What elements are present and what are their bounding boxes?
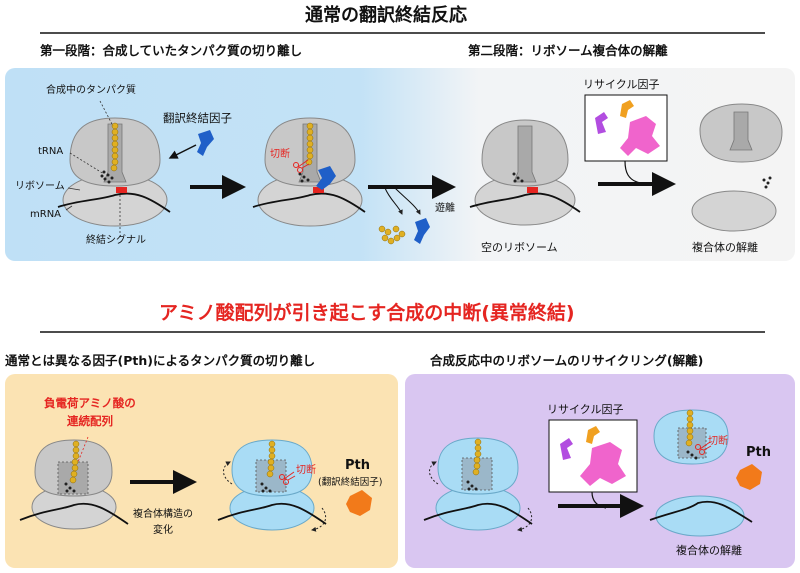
label-dissociation-b: 複合体の解離 bbox=[676, 544, 742, 557]
label-cleave: 切断 bbox=[270, 149, 290, 160]
trna-1 bbox=[100, 170, 114, 184]
label-pth: Pth bbox=[345, 458, 370, 473]
top-title: 通常の翻訳終結反応 bbox=[305, 5, 467, 26]
nascent-protein-1 bbox=[110, 122, 119, 172]
recycling-factors-2 bbox=[560, 426, 626, 486]
label-pth-2: Pth bbox=[746, 445, 771, 460]
label-continuous: 連続配列 bbox=[67, 414, 113, 428]
release-factor-1 bbox=[197, 130, 214, 156]
empty-ribosome bbox=[469, 119, 581, 226]
step1-heading: 第一段階：合成していたタンパク質の切り離し bbox=[40, 43, 303, 58]
label-empty-ribosome: 空のリボソーム bbox=[481, 241, 558, 254]
pth-protein bbox=[346, 490, 372, 516]
recycling-factors-1 bbox=[595, 100, 660, 156]
step2-heading: 第二段階：リボソーム複合体の解離 bbox=[468, 43, 668, 58]
label-structure-change-1: 複合体構造の bbox=[133, 509, 193, 520]
label-cleave-b2: 切断 bbox=[708, 436, 728, 447]
label-release: 遊離 bbox=[435, 203, 455, 214]
scissors-icon bbox=[293, 159, 310, 173]
label-ribosome: リボソーム bbox=[15, 181, 65, 192]
dissociated-subunits-1 bbox=[691, 103, 783, 232]
ribosome-1 bbox=[57, 117, 171, 227]
label-nascent-protein: 合成中のタンパク質 bbox=[46, 85, 136, 96]
label-neg-amino: 負電荷アミノ酸の bbox=[44, 396, 136, 410]
ribosome-b1 bbox=[19, 439, 129, 530]
label-recycling-factor-b: リサイクル因子 bbox=[547, 403, 624, 416]
label-mrna: mRNA bbox=[30, 209, 62, 220]
bottom-left-heading: 通常とは異なる因子(Pth)によるタンパク質の切り離し bbox=[5, 353, 316, 368]
released-factor bbox=[414, 218, 430, 244]
pth-protein-2 bbox=[736, 464, 762, 490]
label-recycling-factor: リサイクル因子 bbox=[583, 78, 660, 91]
label-trna: tRNA bbox=[38, 146, 64, 157]
label-pth-note: (翻訳終結因子) bbox=[318, 477, 383, 488]
released-protein bbox=[378, 225, 406, 245]
label-release-factor: 翻訳終結因子 bbox=[163, 111, 232, 125]
bottom-title: アミノ酸配列が引き起こす合成の中断(異常終結) bbox=[159, 302, 575, 324]
label-stop-signal: 終結シグナル bbox=[86, 235, 146, 246]
dissociated-subunits-2 bbox=[649, 409, 753, 537]
label-dissociation: 複合体の解離 bbox=[692, 241, 758, 254]
scissors-icon-b bbox=[279, 471, 296, 485]
callout-lines-1 bbox=[69, 100, 121, 233]
bottom-right-heading: 合成反応中のリボソームのリサイクリング(解離) bbox=[430, 353, 704, 368]
label-cleave-b: 切断 bbox=[296, 465, 316, 476]
label-structure-change-2: 変化 bbox=[153, 525, 173, 536]
